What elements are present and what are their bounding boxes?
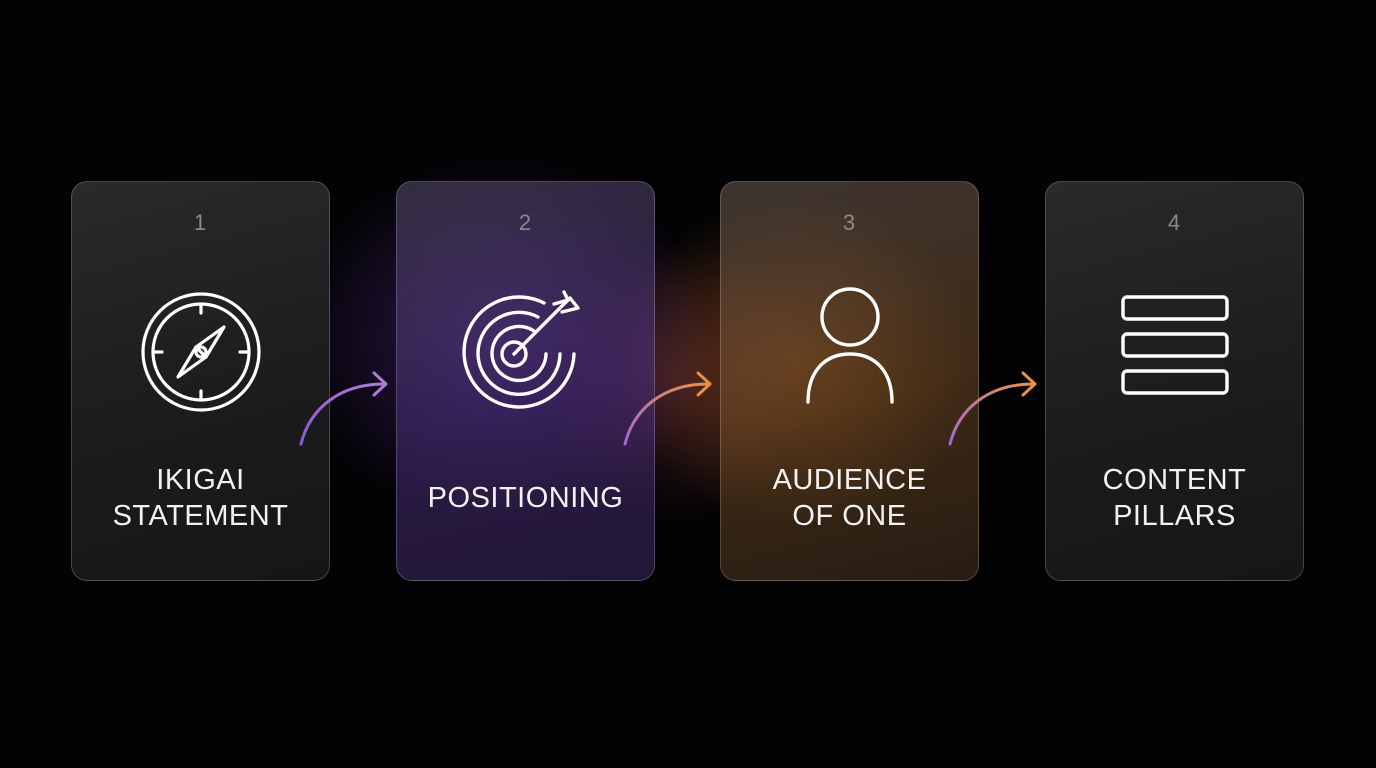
step-card-4: 4 CONTENT PILLARS	[1045, 181, 1304, 581]
stacked-rows-icon	[1120, 295, 1229, 395]
target-arrow-icon	[461, 290, 580, 409]
step-label: IKIGAI STATEMENT	[72, 462, 329, 534]
step-number: 4	[1167, 210, 1182, 235]
step-label-line: AUDIENCE	[772, 464, 927, 496]
step-label: CONTENT PILLARS	[1046, 462, 1303, 534]
step-label-line: IKIGAI	[156, 464, 245, 496]
step-label-line: POSITIONING	[427, 482, 624, 514]
step-label-line: OF ONE	[792, 500, 907, 532]
step-card-3: 3 AUDIENCE OF ONE	[720, 181, 979, 581]
connector-arrow-2	[623, 371, 712, 446]
compass-icon	[140, 292, 261, 412]
connector-arrow-3	[948, 371, 1037, 446]
step-card-2: 2 POSITIONING	[396, 181, 655, 581]
step-card-1: 1 IKIGAI STATEMENT	[71, 181, 330, 581]
step-label: POSITIONING	[397, 480, 654, 516]
step-number: 1	[193, 210, 208, 235]
step-label-line: CONTENT	[1102, 464, 1247, 496]
step-number: 3	[842, 210, 857, 235]
step-number: 2	[518, 210, 533, 235]
step-label-line: PILLARS	[1113, 500, 1236, 532]
step-label-line: STATEMENT	[112, 500, 289, 532]
person-icon	[805, 287, 894, 404]
step-label: AUDIENCE OF ONE	[721, 462, 978, 534]
connector-arrow-1	[299, 371, 388, 446]
